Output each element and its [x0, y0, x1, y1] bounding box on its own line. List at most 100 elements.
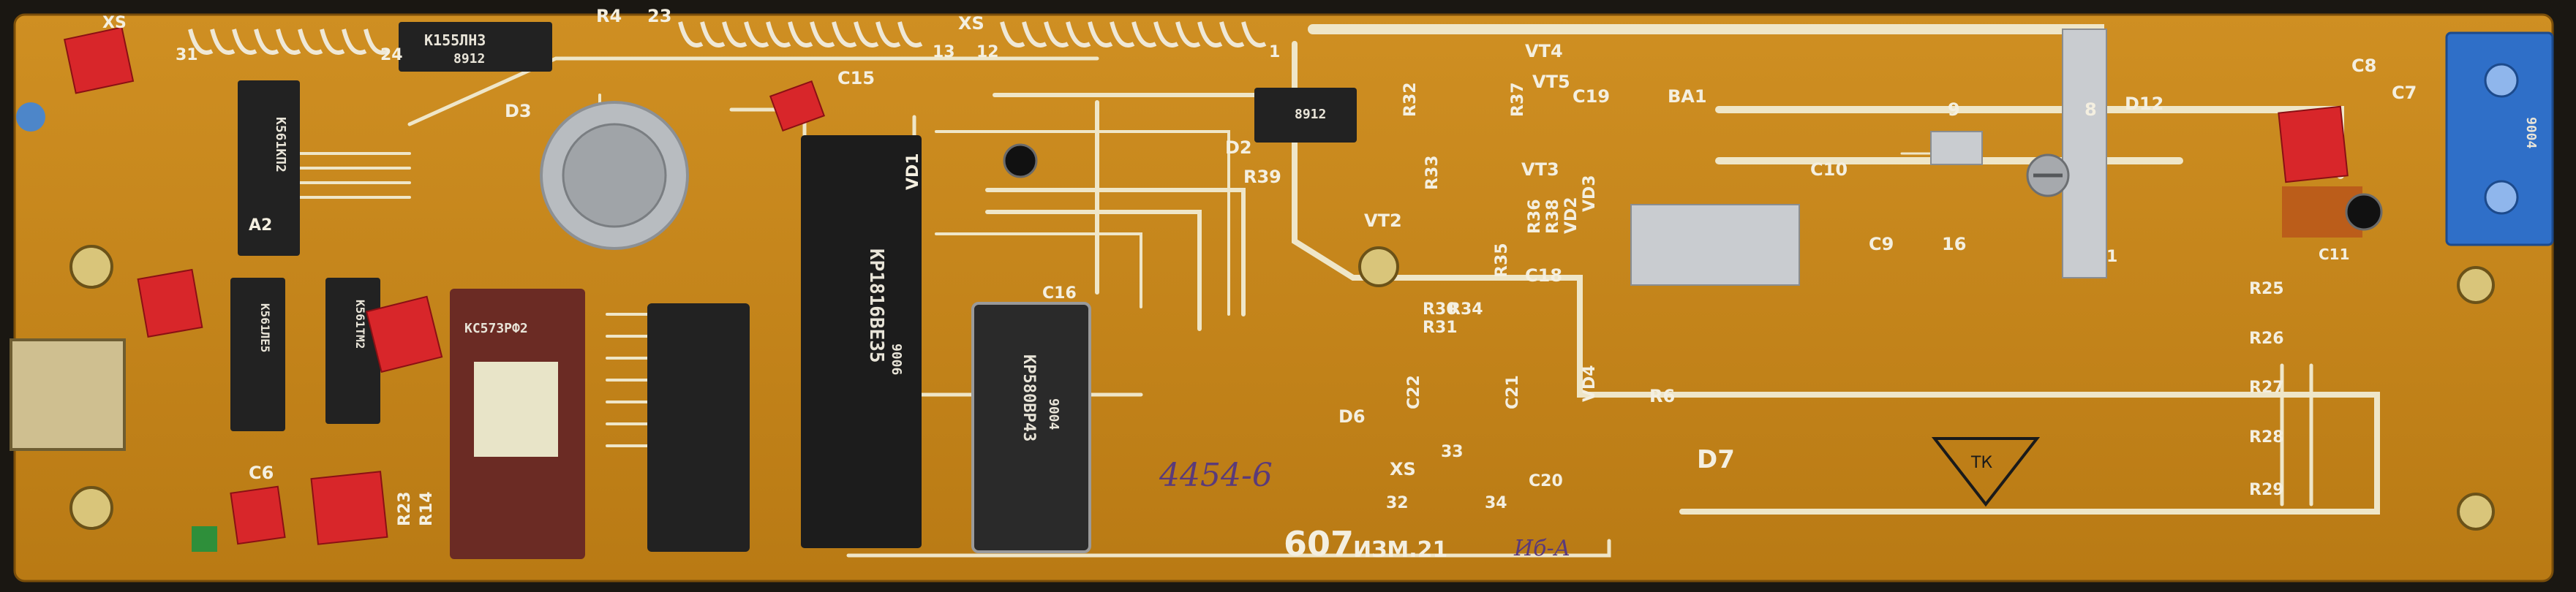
label-d12: D12: [2125, 94, 2163, 114]
silkscreen-labels: XS 31 24 23 R4 XS 13 12 1 C15 D3 A2 D2 R…: [102, 6, 2417, 563]
label-pin-33: 33: [1441, 443, 1464, 461]
label-r26: R26: [2249, 330, 2284, 348]
label-r32: R32: [1401, 82, 1420, 117]
chip-d3-marking: К155ЛН3: [424, 31, 486, 49]
label-vt3: VT3: [1521, 159, 1559, 180]
label-xs-bottom: XS: [1390, 459, 1416, 479]
label-r31: R31: [1423, 319, 1458, 337]
label-r29: R29: [2249, 481, 2284, 499]
label-pin-12: 12: [976, 43, 999, 61]
label-r34: R34: [1448, 300, 1483, 319]
label-c8: C8: [2351, 56, 2376, 76]
electrolytic-cap-vd1: [1003, 143, 1038, 178]
chip-d2: [1254, 88, 1357, 143]
relay-can-inner: [562, 123, 667, 228]
label-vt2: VT2: [1364, 210, 1402, 231]
chip-small-2-marking: К561ЛЕ5: [258, 303, 272, 352]
chip-d6: [971, 302, 1091, 553]
label-c11: C11: [2319, 246, 2350, 263]
label-c22: C22: [1405, 375, 1423, 409]
label-1b: 1: [2106, 248, 2117, 266]
chip-small-1: [325, 278, 380, 424]
label-c10: C10: [1810, 159, 1848, 180]
label-c21: C21: [1504, 375, 1522, 409]
electrolytic-cap-c11: [2345, 193, 2383, 231]
label-8: 8: [2084, 99, 2097, 120]
label-xs-top-left: XS: [102, 14, 127, 32]
red-capacitors: [63, 26, 2349, 545]
label-ba1: BA1: [1668, 86, 1707, 107]
label-pin-32: 32: [1386, 494, 1409, 512]
label-pin-1: 1: [1269, 43, 1280, 61]
label-c19: C19: [1573, 86, 1610, 107]
label-a2: A2: [249, 216, 272, 235]
chip-small-2: [230, 278, 285, 431]
board-number: 607: [1284, 524, 1354, 563]
label-r33: R33: [1423, 155, 1442, 190]
label-r38: R38: [1544, 199, 1562, 234]
handwritten-note: 4454-6: [1159, 457, 1273, 494]
label-r4: R4: [596, 6, 622, 26]
blue-led: [16, 102, 45, 132]
trimmer-potentiometer: [10, 338, 126, 451]
label-r23: R23: [396, 491, 414, 526]
label-c16: C16: [1042, 284, 1077, 303]
label-r6: R6: [1649, 386, 1675, 406]
label-pin-31: 31: [176, 46, 198, 64]
chip-d2-code: 8912: [1295, 107, 1326, 122]
connector-code: 9004: [2523, 117, 2539, 149]
label-c15: C15: [837, 68, 875, 88]
label-vd1: VD1: [904, 153, 922, 190]
label-pin-24: 24: [380, 46, 403, 64]
label-pin-23: 23: [647, 6, 671, 26]
connector-screw-bottom: [2484, 180, 2519, 215]
label-r39: R39: [1243, 167, 1281, 187]
stamp-label: ТК: [1970, 454, 1992, 472]
chip-d3-code: 8912: [453, 51, 485, 67]
handwritten-note-bottom: Иб-А: [1513, 536, 1570, 561]
eprom-window: [474, 362, 558, 457]
chip-d3: [399, 22, 552, 72]
label-pin-13: 13: [933, 43, 955, 61]
ribbon-wires-right: [1000, 21, 1267, 48]
label-d6: D6: [1338, 406, 1366, 427]
label-r28: R28: [2249, 428, 2284, 447]
label-r36: R36: [1526, 199, 1544, 234]
connector-screw-top: [2484, 63, 2519, 98]
ribbon-wires-middle: [678, 21, 923, 48]
heatsink-plate-lower: [1630, 204, 1800, 286]
chip-d6-code: 9004: [1046, 398, 1061, 430]
label-r14: R14: [418, 491, 436, 526]
label-vd4: VD4: [1581, 365, 1599, 402]
label-c6: C6: [249, 463, 274, 483]
chip-d6-marking: КР580ВР43: [1020, 354, 1038, 441]
label-r35: R35: [1493, 243, 1511, 278]
chip-a2-marking: К561КП2: [273, 117, 288, 172]
green-led: [192, 526, 217, 552]
chip-microcontroller-marking: КР1816ВЕ35: [865, 248, 887, 363]
chip-microcontroller-code: 9006: [889, 344, 904, 375]
label-c7: C7: [2392, 83, 2417, 103]
quality-stamp: [1931, 437, 2041, 507]
chip-eprom-marking: КС573РФ2: [464, 321, 528, 336]
label-r30: R30: [1423, 300, 1458, 319]
label-vt4: VT4: [1525, 41, 1563, 61]
label-pin-34: 34: [1485, 494, 1507, 512]
label-c20: C20: [1529, 472, 1563, 490]
label-r37: R37: [1509, 82, 1527, 117]
label-16: 16: [1942, 234, 1966, 254]
label-d2: D2: [1225, 137, 1252, 158]
label-d7: D7: [1697, 445, 1735, 474]
label-c9: C9: [1869, 234, 1894, 254]
blue-connector: [2445, 31, 2554, 246]
label-9: 9: [1948, 99, 1960, 120]
ribbon-wires-left: [188, 29, 389, 55]
chip-ram: [647, 303, 750, 552]
chip-microcontroller: [801, 135, 922, 548]
chip-small-1-marking: К561ТМ2: [353, 300, 367, 349]
label-xs-top-mid: XS: [958, 13, 984, 34]
label-r25: R25: [2249, 280, 2284, 298]
label-c18: C18: [1525, 265, 1562, 286]
label-vd3: VD3: [1581, 175, 1599, 212]
